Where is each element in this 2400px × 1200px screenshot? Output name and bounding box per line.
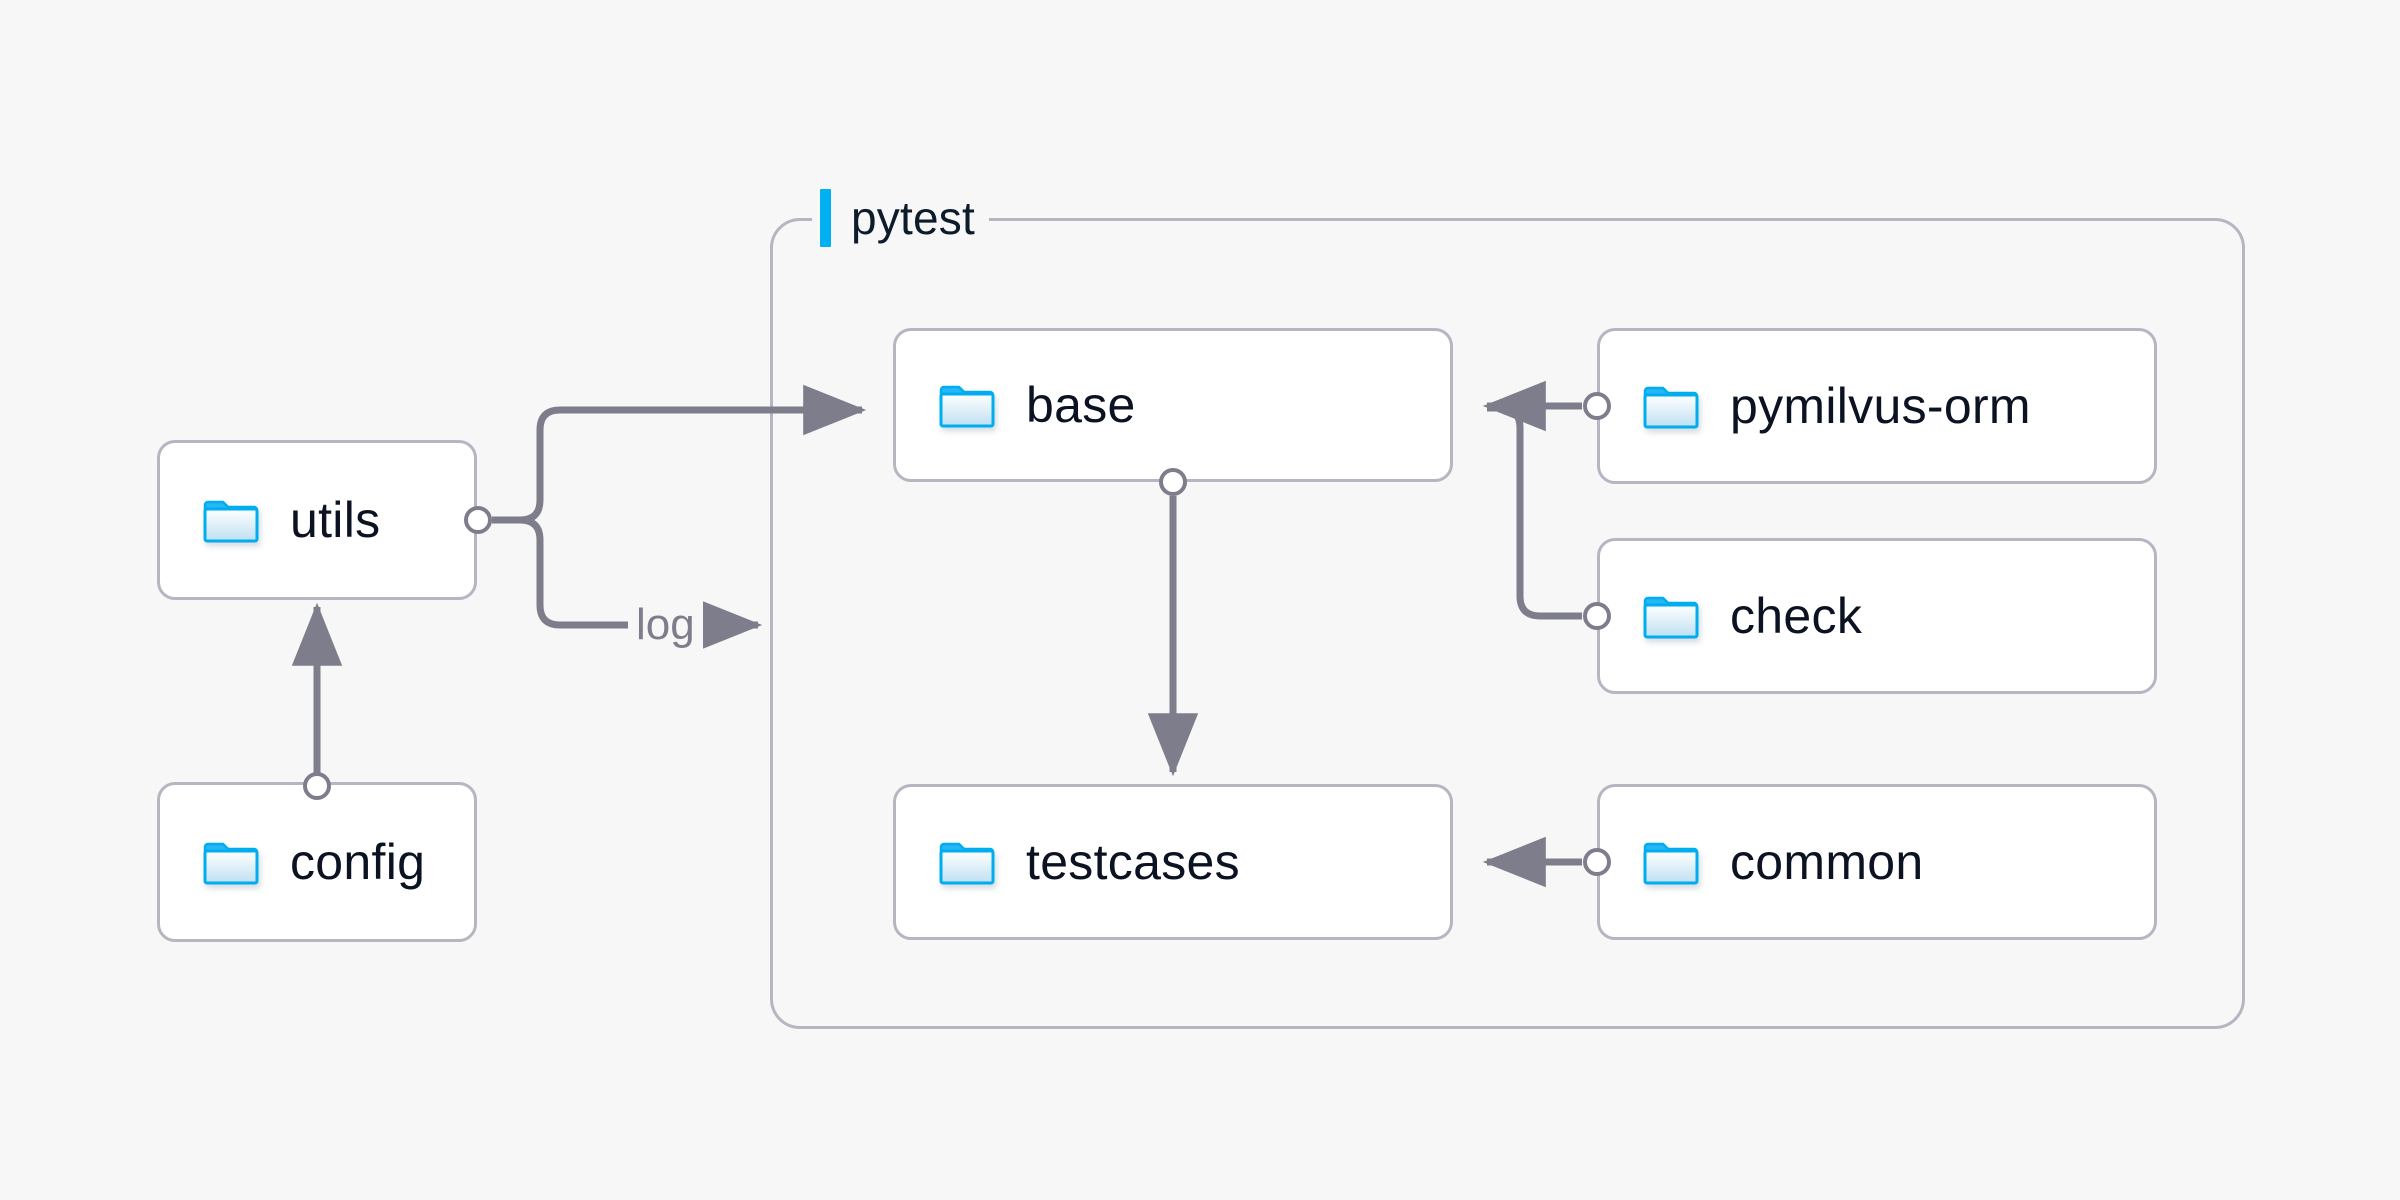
handle-check-left[interactable] [1583,602,1611,630]
edge-utils-log [492,516,630,629]
handle-config-top[interactable] [303,772,331,800]
node-label: pymilvus-orm [1730,378,2031,434]
node-base[interactable]: base [893,328,1453,482]
handle-pymilvus-orm-left[interactable] [1583,392,1611,420]
node-label: check [1730,588,1863,644]
edge-label-log: log [628,600,703,650]
group-accent-bar [820,189,831,247]
folder-icon [1642,838,1700,886]
group-container-pytest[interactable] [770,218,2245,1029]
handle-utils-right[interactable] [464,506,492,534]
node-label: config [290,834,426,890]
node-testcases[interactable]: testcases [893,784,1453,940]
folder-icon [202,838,260,886]
group-title: pytest [851,192,975,244]
node-common[interactable]: common [1597,784,2157,940]
group-label-pytest: pytest [812,186,989,250]
edge-utils-base [492,384,867,524]
node-check[interactable]: check [1597,538,2157,694]
node-label: testcases [1026,834,1240,890]
node-label: utils [290,492,381,548]
folder-icon [1642,382,1700,430]
folder-icon [202,496,260,544]
edge-check-base [1487,404,1582,620]
node-label: common [1730,834,1924,890]
folder-icon [938,381,996,429]
node-pymilvus-orm[interactable]: pymilvus-orm [1597,328,2157,484]
handle-common-left[interactable] [1583,848,1611,876]
folder-icon [938,838,996,886]
node-label: base [1026,377,1136,433]
handle-base-bottom[interactable] [1159,468,1187,496]
node-config[interactable]: config [157,782,477,942]
node-utils[interactable]: utils [157,440,477,600]
folder-icon [1642,592,1700,640]
